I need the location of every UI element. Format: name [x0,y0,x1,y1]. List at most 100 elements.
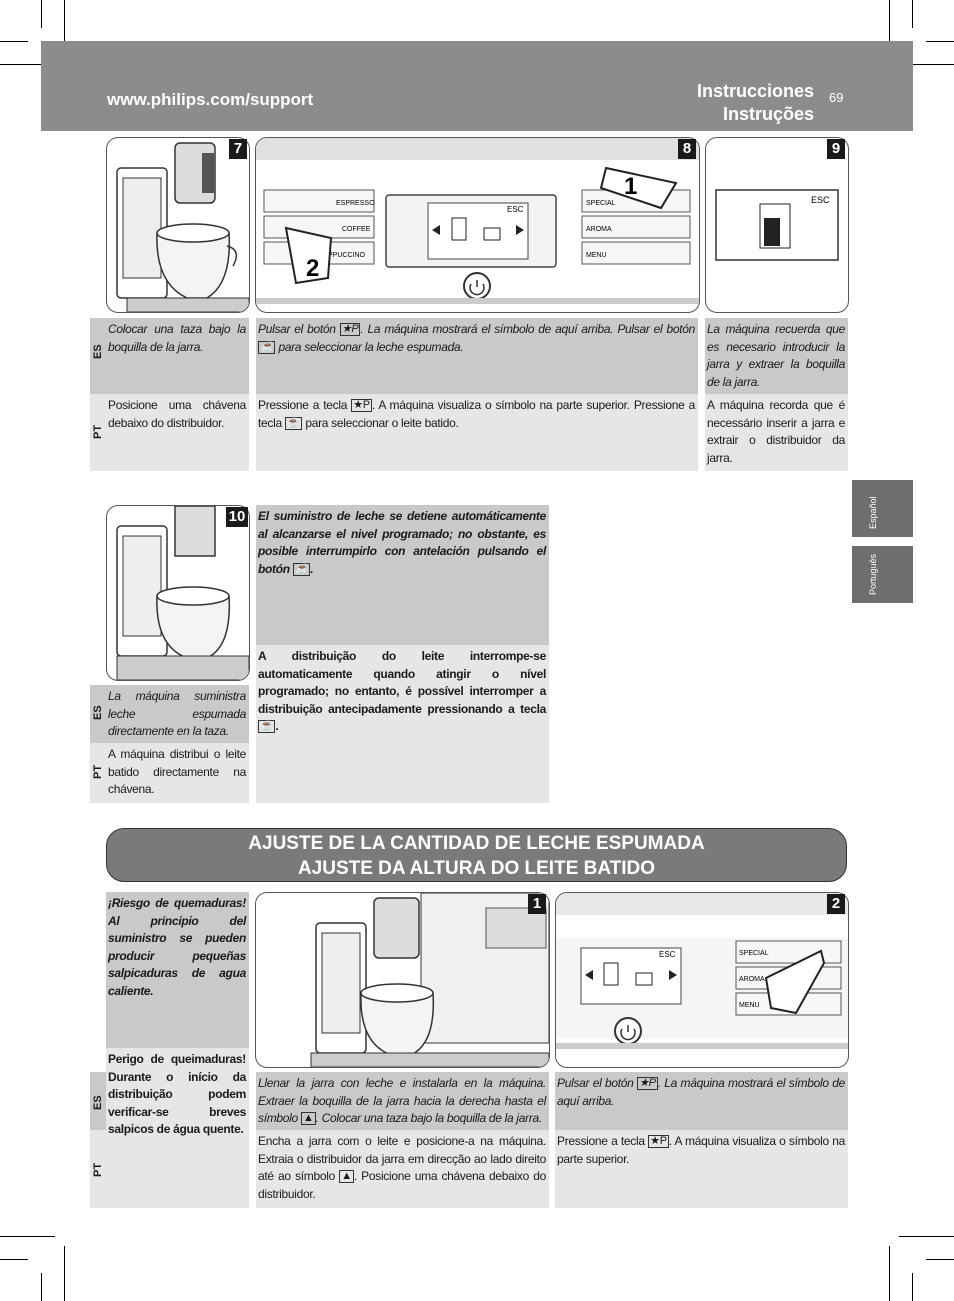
label-aroma: AROMA [739,976,765,983]
lang-column-es [90,1072,106,1130]
tab-espanol[interactable]: Español [852,480,913,537]
special-p-icon: ★P [637,1077,658,1091]
callout-2: 2 [306,255,319,282]
display-esc: ESC [811,195,830,205]
lang-column-es [90,685,106,743]
step-10-text-es: La máquina suministra leche espumada dir… [106,685,249,743]
crop-mark [926,1259,954,1260]
step-badge: 8 [678,139,696,159]
lang-label-pt: PT [92,1162,104,1177]
machine-spout-illustration [310,893,549,1067]
step-10-text-pt: A máquina distribui o leite batido direc… [106,743,249,803]
step-10-image [106,505,250,681]
text: Pulsar el botón [557,1076,638,1090]
display-esc: ESC [507,205,524,214]
crop-mark [912,1273,913,1301]
display-esc: ESC [659,950,676,959]
crop-mark [0,41,28,42]
label-special: SPECIAL [739,950,769,957]
tab-portugues[interactable]: Português [852,546,913,603]
text: El suministro de leche se detiene automá… [258,509,546,576]
title-pt: Instruções [722,104,814,124]
crop-mark [0,64,55,65]
step-7-text-es: Colocar una taza bajo la boquilla de la … [106,318,249,394]
crop-mark [64,1246,65,1301]
label-aroma: AROMA [586,226,612,233]
control-panel-illustration: ESPRESSO COFFEE PPUCCINO ESC SPECIAL ARO… [256,138,699,304]
lang-column-pt [90,394,106,471]
text: . Colocar una taza bajo la boquilla de l… [315,1111,543,1125]
crop-mark [899,64,954,65]
title-es: Instrucciones [696,81,814,101]
crop-mark [0,1236,55,1237]
step-badge: 1 [528,894,546,914]
arrow-left-icon [585,970,593,980]
step-8-text-pt: Pressione a tecla ★P. A máquina visualiz… [256,394,698,471]
text: Pulsar el botón [258,322,340,336]
text: . A máquina visualiza o símbolo na parte… [258,398,695,430]
callout-1: 1 [624,173,637,200]
step-badge: 2 [827,894,845,914]
special-p-icon: ★P [648,1135,669,1149]
crop-mark [912,0,913,28]
step-b1-image [255,892,550,1068]
note-10-pt: A distribuição do leite interrompe-se au… [256,645,549,803]
lang-label-pt: PT [92,424,104,439]
text: para seleccionar la leche espumada. [275,339,464,354]
special-p-icon: ★P [351,399,372,413]
text: . Posicione uma chávena debaixo do distr… [258,1169,546,1201]
step-badge: 10 [226,507,248,527]
arrow-left-icon [432,225,440,235]
tab-espanol-label: Español [868,496,878,529]
crop-mark [889,0,890,55]
machine-cup-illustration [116,142,249,312]
crop-mark [889,1246,890,1301]
step-badge: 7 [229,139,247,159]
lang-label-es: ES [92,1095,104,1110]
crop-mark [0,1259,28,1260]
header-title: Instrucciones Instruções [697,80,814,126]
step-9-text-pt: A máquina recorda que é necessário inser… [705,394,848,471]
text: para seleccionar o leite batido. [302,415,459,430]
crop-mark [899,1236,954,1237]
crop-mark [41,1273,42,1301]
step-b1-text-pt: Encha a jarra com o leite e posicione-a … [256,1130,549,1208]
warning-pt: Perigo de queimaduras! Durante o início … [106,1048,249,1208]
step-9-image: ESC [705,137,849,313]
page-number: 69 [829,90,844,105]
text: A distribuição do leite interrompe-se au… [258,649,546,716]
crop-mark [64,0,65,55]
label-menu: MENU [739,1002,760,1009]
lang-label-pt: PT [92,764,104,779]
control-panel-illustration: ESC SPECIAL AROMA MENU [556,893,848,1049]
special-p-icon: ★P [339,323,361,337]
hand-pointer-icon [284,226,333,285]
memo-cup-icon: ☕ [258,720,276,734]
hand-pointer-icon [599,166,678,210]
memo-cup-icon: ☕ [292,562,311,576]
page-header [41,41,913,131]
lang-label-es: ES [92,344,104,359]
text: Encha a jarra com o leite e posicione-a … [258,1134,546,1183]
label-special: SPECIAL [586,200,616,207]
text: Llenar la jarra con leche e instalarla e… [258,1076,546,1125]
step-b2-image: ESC SPECIAL AROMA MENU [555,892,849,1068]
tab-portugues-label: Português [868,553,878,595]
milk-spout-icon: ▲ [339,1170,354,1184]
display-illustration: ESC [715,189,839,261]
label-espresso: ESPRESSO [336,200,375,207]
step-7-image [106,137,250,313]
warning-es: ¡Riesgo de quemaduras! Al principio del … [106,892,249,1048]
lang-label-es: ES [92,705,104,720]
step-7-text-pt: Posicione uma chávena debaixo do distrib… [106,394,249,471]
lang-column-es [90,318,106,394]
support-url[interactable]: www.philips.com/support [107,90,314,109]
step-b1-text-es: Llenar la jarra con leche e instalarla e… [256,1072,549,1130]
text: . La máquina mostrará el símbolo de aquí… [360,322,695,336]
section-title-es: AJUSTE DE LA CANTIDAD DE LECHE ESPUMADA [248,833,705,854]
memo-cup-icon: ☕ [284,416,303,430]
lang-column-pt [90,743,106,803]
text: . La máquina mostrará el símbolo de aquí… [557,1076,845,1108]
machine-cup-illustration [116,506,249,680]
crop-mark [926,41,954,42]
